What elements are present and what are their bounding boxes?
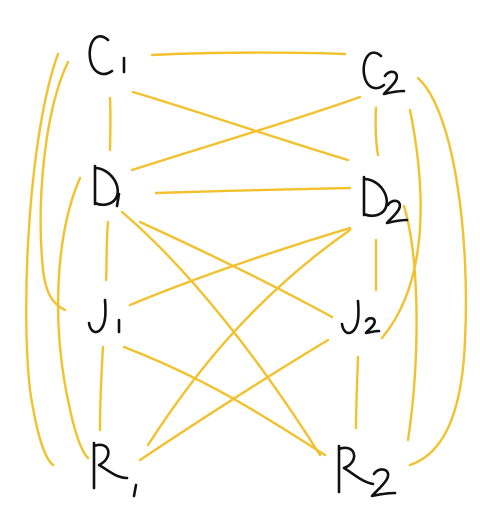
edge-C1-J1 [39,60,70,312]
edge-C2-R2 [408,76,468,467]
edge-J2-R2 [354,355,360,430]
edge-D2-R1 [146,228,352,447]
edge-C2-J2 [380,108,422,340]
node-R2-subscript [370,468,397,498]
edge-D1-D2 [154,186,352,195]
node-D1-letter [93,164,120,207]
node-layer: C1 C2 D1 D2 J1 J2 [87,35,409,498]
edge-J1-R1 [98,345,105,432]
node-C2: C2 [362,51,406,96]
node-J2: J2 [340,299,381,335]
edge-C1-R1 [25,52,60,467]
node-D1: D1 [93,164,121,208]
node-C1: C1 [88,35,126,76]
node-R1-subscript [132,483,138,498]
node-R2-letter [337,444,375,494]
node-J1: J1 [87,298,121,334]
node-J1-letter [87,298,107,334]
edge-D1-J1 [104,220,110,282]
edge-layer [25,51,468,467]
edge-C2-D2 [374,106,380,157]
node-D2: D2 [362,175,409,225]
edge-J2-R1 [138,338,330,462]
node-J2-subscript [364,316,381,335]
node-R1: R1 [92,441,138,498]
node-C2-letter [362,51,386,90]
edge-C1-C2 [150,51,347,57]
node-R2: R2 [337,444,397,498]
edge-D1-R2 [120,210,322,457]
node-J2-letter [340,299,360,335]
edge-D2-R2 [402,204,418,442]
edge-D1-R1 [56,176,90,460]
edge-C1-D2 [131,90,350,162]
node-D1-subscript [115,192,121,208]
node-C1-letter [88,35,114,76]
edge-D1-J2 [138,220,334,319]
edge-J1-R2 [122,345,327,457]
edge-D2-J1 [128,226,352,307]
node-R1-letter [92,441,129,490]
node-D2-subscript [385,199,409,225]
edge-C2-D1 [130,95,362,172]
node-D2-letter [362,175,389,218]
node-C2-subscript [382,70,406,96]
